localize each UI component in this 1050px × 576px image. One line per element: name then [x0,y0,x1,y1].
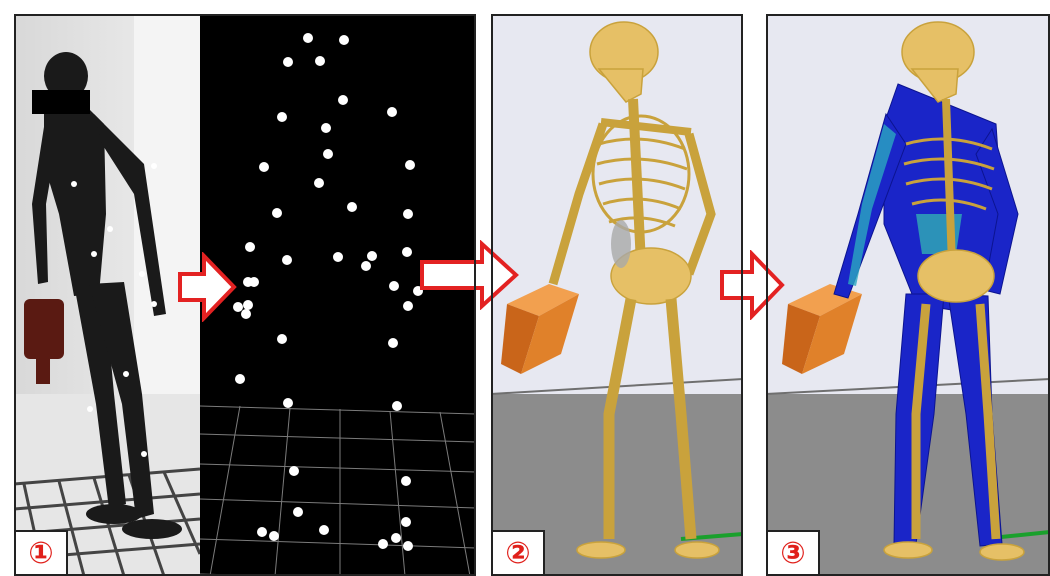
motion-capture-photo [14,14,200,576]
skeleton-model [491,14,743,576]
step-label-2: ② [491,530,545,576]
step-label-1: ① [14,530,68,576]
musculoskeletal-model [766,14,1050,576]
arrow-icon [420,240,520,310]
arrow-icon [178,252,238,322]
step-label-3: ③ [766,530,820,576]
arrow-icon [720,250,786,320]
